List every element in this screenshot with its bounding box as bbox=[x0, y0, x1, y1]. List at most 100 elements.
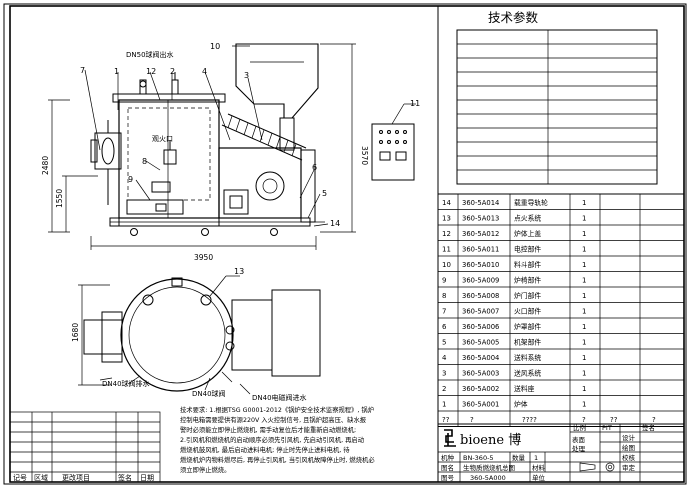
callout-8: 8 bbox=[142, 157, 147, 166]
dim-1550: 1550 bbox=[55, 189, 64, 208]
part-no: 7 bbox=[442, 308, 446, 316]
part-qty: 1 bbox=[582, 230, 586, 238]
parts-header-cell: ?? bbox=[442, 416, 450, 424]
part-code: 360-5A005 bbox=[462, 339, 499, 347]
part-no: 9 bbox=[442, 277, 446, 285]
callout-2: 2 bbox=[170, 67, 175, 76]
callout-5: 5 bbox=[322, 189, 327, 198]
part-code: 360-5A014 bbox=[462, 199, 499, 207]
hopper bbox=[235, 43, 319, 119]
note-line: 须立即停止燃烧。 bbox=[180, 465, 230, 474]
tb-dwg-name: 生物质燃烧机总图 bbox=[463, 463, 515, 472]
part-no: 14 bbox=[442, 199, 451, 207]
parts-header-cell: ? bbox=[652, 416, 656, 424]
tb-unit: 单位 bbox=[532, 473, 546, 482]
part-name: 送风系统 bbox=[514, 369, 541, 378]
part-name: 炉体上盖 bbox=[514, 229, 541, 238]
outer-frame bbox=[3, 3, 687, 485]
part-name: 料斗部件 bbox=[514, 260, 541, 269]
callout-3: 3 bbox=[244, 71, 249, 80]
tb-sign-name: 签名 bbox=[642, 423, 655, 432]
callout-13: 13 bbox=[234, 267, 244, 276]
tb-qty: 1 bbox=[534, 454, 538, 462]
tb-no: 360-5A000 bbox=[470, 474, 506, 482]
part-no: 12 bbox=[442, 230, 451, 238]
plan-view bbox=[78, 275, 321, 395]
note-line: 警时必须能立即停止燃烧机, 需手动复位后才能重新启动燃烧机; bbox=[180, 425, 356, 434]
callout-11: 11 bbox=[410, 99, 420, 108]
rev-date: 日期 bbox=[140, 474, 154, 482]
dim-1680: 1680 bbox=[71, 323, 80, 342]
parts-header-cell: ? bbox=[582, 416, 586, 424]
tech-params-grid bbox=[456, 29, 658, 185]
part-code: 360-5A002 bbox=[462, 385, 499, 393]
note-line: 燃烧机鼓风机, 最后启动进料电机; 停止时先停止进料电机, 待 bbox=[180, 445, 350, 454]
part-no: 3 bbox=[442, 370, 446, 378]
parts-header-cell: ? bbox=[470, 416, 474, 424]
title-block: bioene 博 比例 PIT 签名 表面 处理 设计 绘图 校核 审定 机种 … bbox=[437, 423, 685, 483]
part-no: 6 bbox=[442, 323, 447, 331]
ash-door bbox=[151, 181, 171, 193]
part-name: 送料座 bbox=[514, 384, 535, 393]
tb-check: 校核 bbox=[622, 453, 636, 462]
dim-3950: 3950 bbox=[194, 253, 213, 262]
part-no: 4 bbox=[442, 354, 447, 362]
label-mag-valve: DN40电磁阀进水 bbox=[252, 393, 307, 402]
label-drain: DN40球阀排水 bbox=[102, 379, 150, 388]
rev-zone: 区域 bbox=[34, 473, 48, 482]
part-qty: 1 bbox=[582, 354, 586, 362]
tb-design: 设计 bbox=[622, 433, 636, 442]
part-qty: 1 bbox=[582, 385, 586, 393]
callout-6: 6 bbox=[312, 163, 317, 172]
label-outlet: DN50球阀出水 bbox=[126, 50, 174, 59]
boiler-plan bbox=[120, 278, 234, 392]
callout-1: 1 bbox=[114, 67, 119, 76]
part-name: 炉门部件 bbox=[514, 291, 541, 300]
part-code: 360-5A004 bbox=[462, 354, 499, 362]
part-no: 5 bbox=[442, 339, 446, 347]
part-name: 火口部件 bbox=[514, 307, 541, 316]
part-code: 360-5A003 bbox=[462, 370, 499, 378]
notes-block: 技术要求: 1.根据TSG G0001-2012《锅炉安全技术监察规程》, 锅炉… bbox=[180, 405, 375, 474]
part-name: 炉罩部件 bbox=[514, 322, 541, 331]
callout-12: 12 bbox=[146, 67, 156, 76]
note-line: 2.引风机和燃烧机的启动顺序必须先引风机, 先启动引风机, 再启动 bbox=[180, 435, 364, 444]
tb-no-label: 图号 bbox=[441, 474, 455, 482]
part-qty: 1 bbox=[582, 277, 586, 285]
dim-3570: 3570 bbox=[360, 146, 369, 165]
part-code: 360-5A008 bbox=[462, 292, 499, 300]
part-code: 360-5A012 bbox=[462, 230, 499, 238]
part-name: 电控部件 bbox=[514, 245, 541, 254]
part-code: 360-5A010 bbox=[462, 261, 499, 269]
part-no: 2 bbox=[442, 385, 446, 393]
logo-icon bbox=[444, 429, 456, 447]
part-code: 360-5A013 bbox=[462, 215, 499, 223]
part-no: 8 bbox=[442, 292, 446, 300]
projection-symbol bbox=[579, 462, 615, 472]
tech-params-title: 技术参数 bbox=[488, 10, 539, 25]
part-qty: 1 bbox=[582, 199, 586, 207]
part-qty: 1 bbox=[582, 401, 586, 409]
revision-block: 记号 区域 更改项目 签名 日期 bbox=[9, 411, 161, 483]
screw-conveyor bbox=[221, 113, 307, 161]
part-name: 载重导轨轮 bbox=[514, 198, 548, 207]
fan bbox=[255, 171, 285, 201]
part-code: 360-5A011 bbox=[462, 246, 499, 254]
tb-ratio: 比例 bbox=[573, 423, 586, 432]
tb-dwg-label: 图名 bbox=[441, 463, 454, 472]
tb-qty-label: 数量 bbox=[512, 453, 526, 462]
parts-header-cell: ???? bbox=[522, 416, 537, 424]
rev-sign: 签名 bbox=[118, 473, 132, 482]
part-qty: 1 bbox=[582, 370, 586, 378]
part-qty: 1 bbox=[582, 308, 586, 316]
part-qty: 1 bbox=[582, 323, 586, 331]
tb-page: PIT bbox=[602, 424, 612, 432]
note-line: 燃烧机炉内物料燃尽后, 再停止引风机, 当引风机故障停止时, 燃烧机必 bbox=[180, 455, 375, 464]
tb-draw: 绘图 bbox=[622, 443, 635, 452]
callout-4: 4 bbox=[202, 67, 207, 76]
part-name: 炉椅部件 bbox=[514, 276, 541, 285]
logo-text: bioene 博 bbox=[460, 433, 521, 448]
tb-process: 处理 bbox=[572, 444, 586, 453]
